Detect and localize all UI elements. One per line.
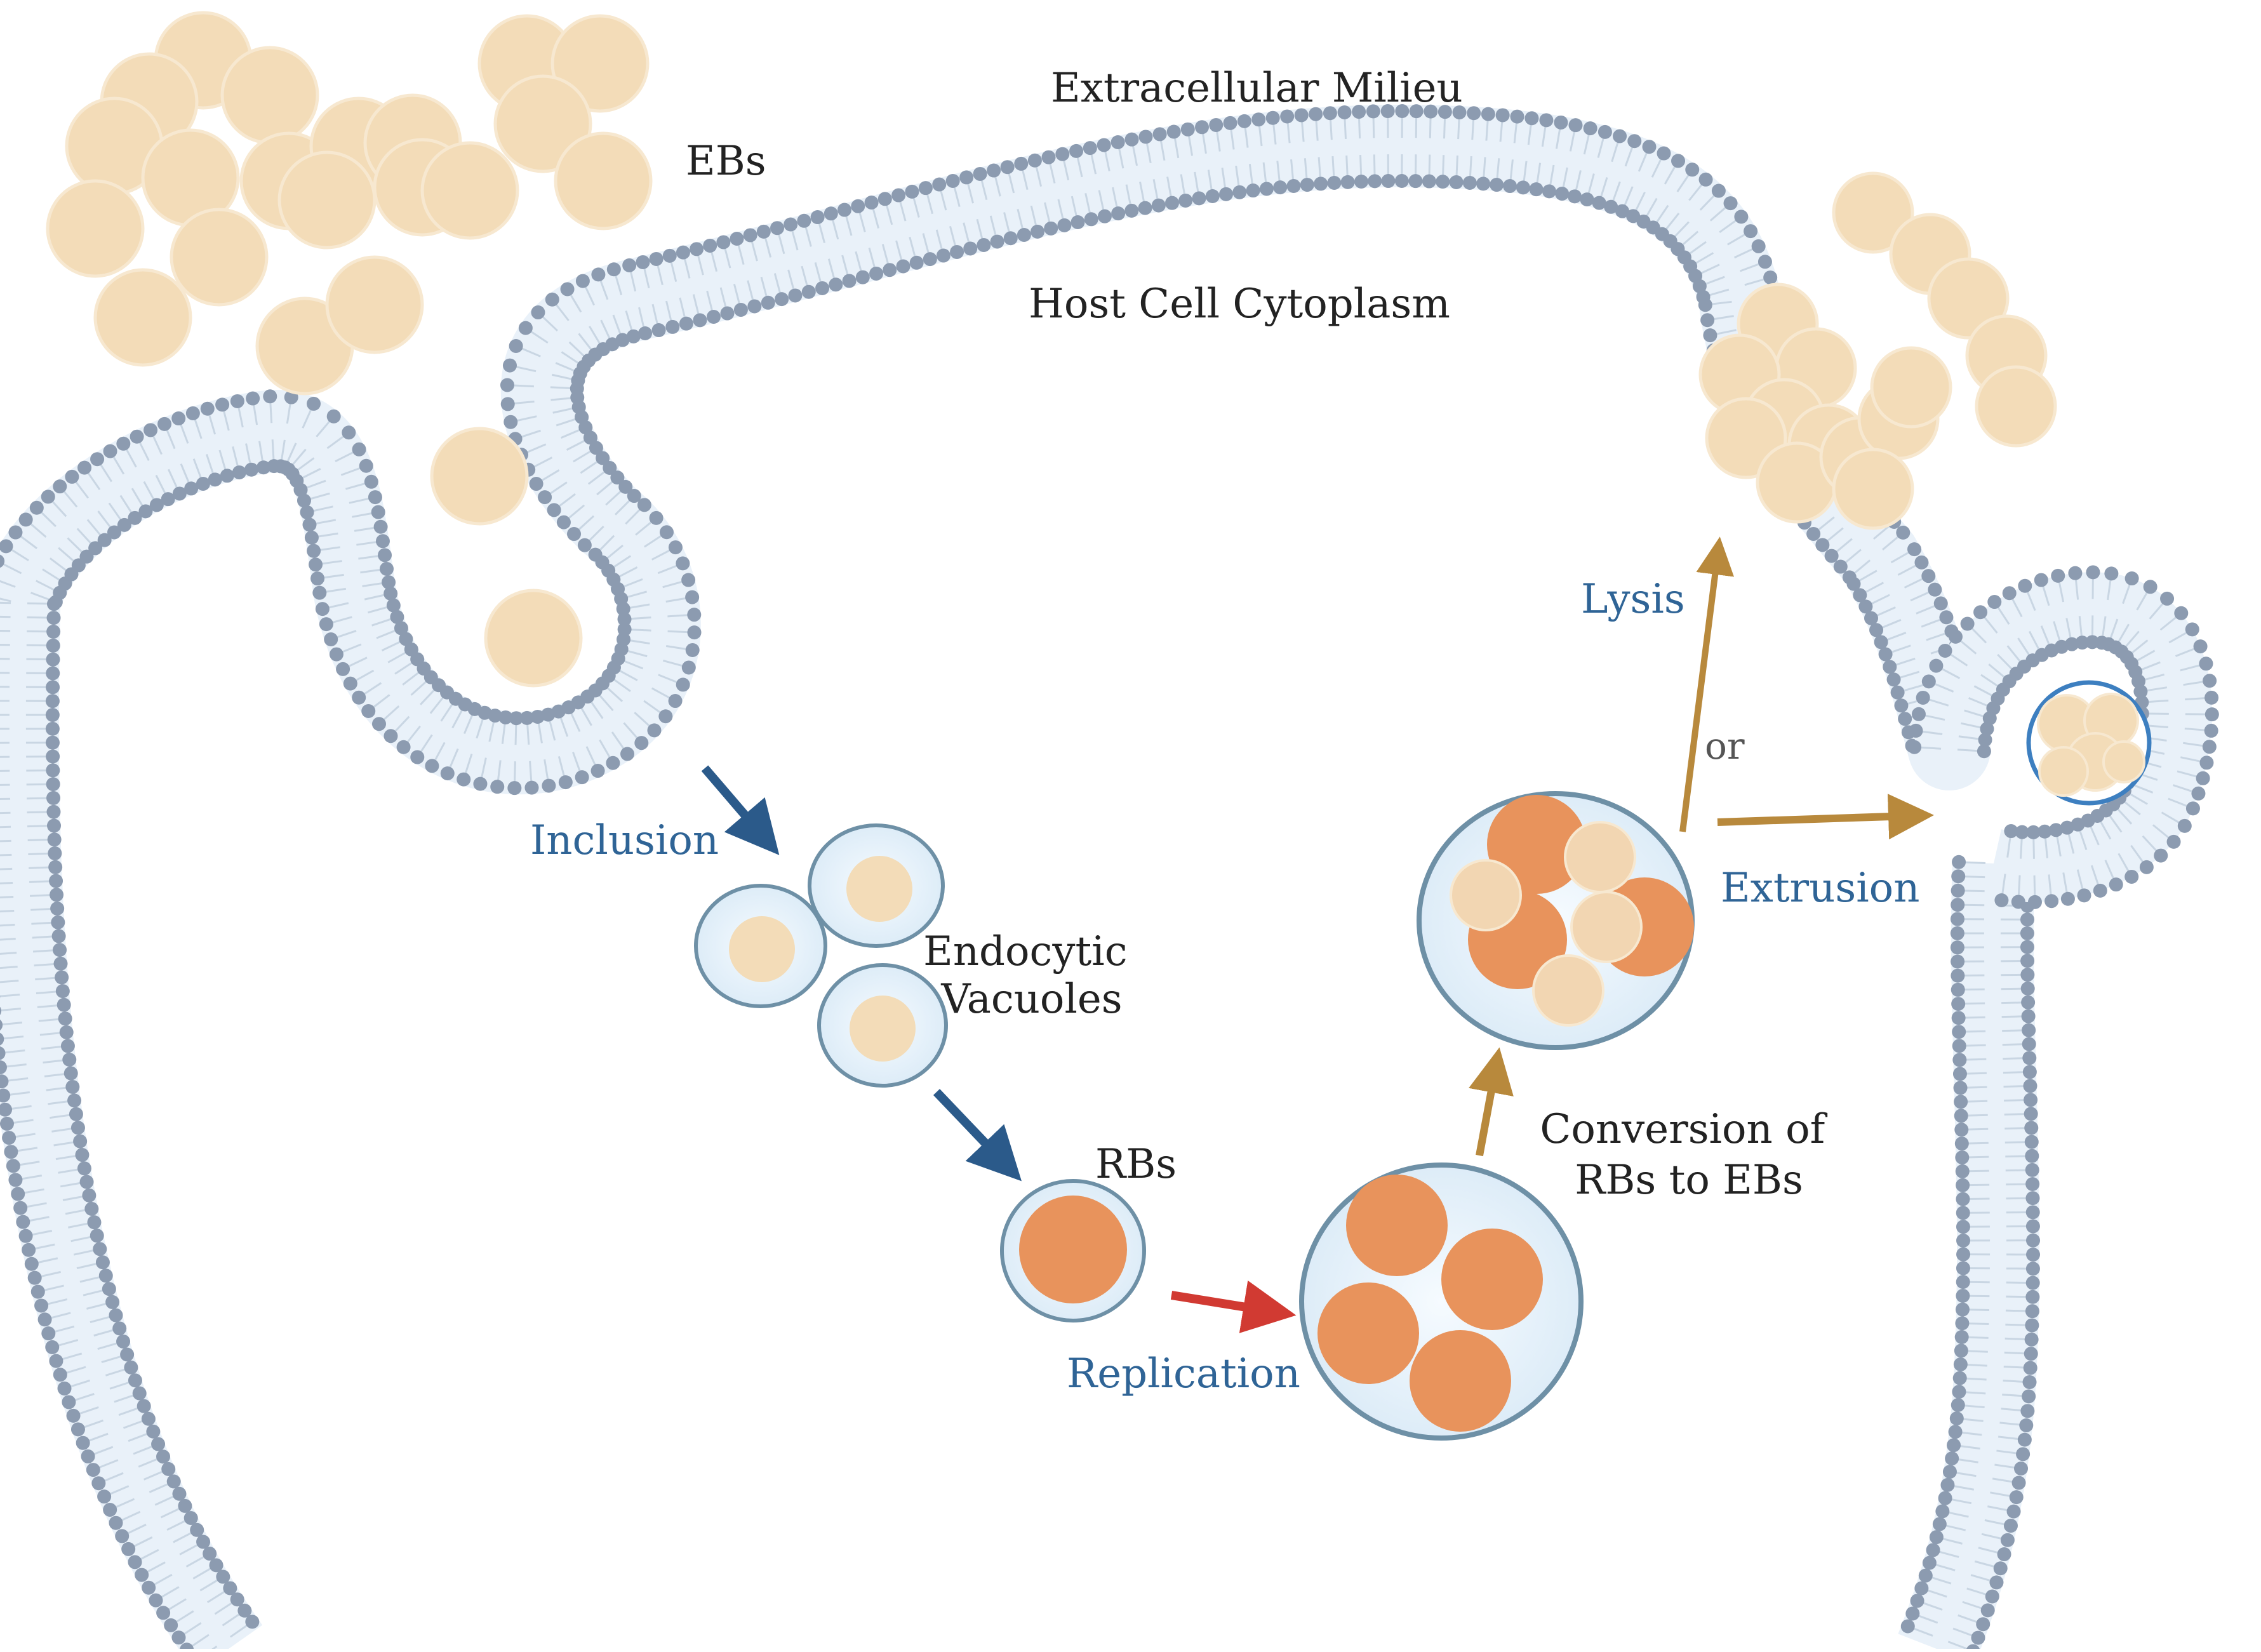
host-cell-cytoplasm-label: Host Cell Cytoplasm: [1029, 281, 1450, 328]
endocytic-vacuole: [696, 886, 825, 1006]
endocytic-label-line2: Vacuoles: [940, 976, 1122, 1023]
replication-arrow: [1171, 1295, 1270, 1311]
endocytic-vacuole: [819, 965, 946, 1086]
rbs-label: RBs: [1095, 1141, 1177, 1188]
conversion-label-line1: Conversion of: [1540, 1106, 1827, 1153]
or-label: or: [1705, 724, 1745, 768]
inclusion-label: Inclusion: [530, 817, 719, 864]
extrusion-arrow: [1717, 816, 1911, 822]
extracellular-milieu-label: Extracellular Milieu: [1051, 65, 1463, 112]
extruded-inclusion: [2029, 683, 2149, 803]
lysis-label: Lysis: [1581, 576, 1685, 623]
endocytic-label-line1: Endocytic: [923, 928, 1127, 975]
rb-vacuole: [1002, 1181, 1144, 1321]
endocytic-vacuoles-label: Endocytic Vacuoles: [923, 928, 1140, 1023]
conversion-label: Conversion of RBs to EBs: [1540, 1106, 1837, 1204]
conversion-arrow: [1479, 1070, 1495, 1156]
extrusion-label: Extrusion: [1721, 865, 1919, 912]
conversion-label-line2: RBs to EBs: [1575, 1157, 1803, 1204]
ebs-label: EBs: [686, 138, 766, 185]
replication-vacuole: [1302, 1165, 1581, 1438]
lysis-arrow: [1683, 556, 1717, 832]
replication-label: Replication: [1067, 1350, 1300, 1397]
vacuole-to-rb-arrow: [937, 1092, 1003, 1162]
conversion-vacuole: [1419, 794, 1694, 1048]
